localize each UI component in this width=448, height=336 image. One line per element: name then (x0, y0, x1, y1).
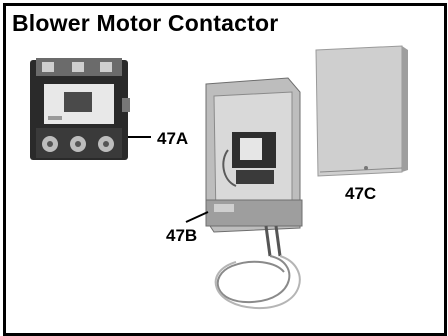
figure-title: Blower Motor Contactor (12, 10, 279, 36)
leader-line-47b (185, 211, 209, 223)
callout-47a: 47A (157, 129, 189, 148)
contactor-photo (30, 58, 130, 160)
wire-bundle (214, 225, 301, 310)
callout-47b: 47B (166, 226, 198, 245)
cover-photo (315, 45, 408, 177)
enclosure-photo (205, 77, 303, 233)
callout-47c: 47C (345, 184, 377, 203)
